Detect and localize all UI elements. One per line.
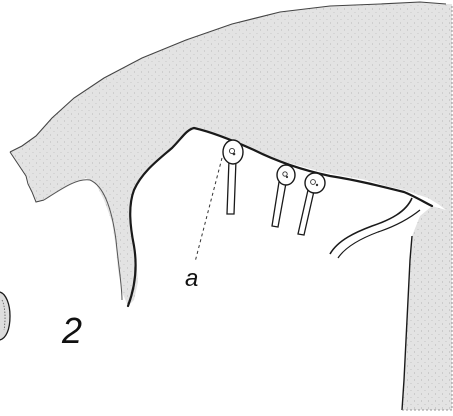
papilla-2: [272, 165, 295, 227]
right-lower-fold-inner: [338, 210, 420, 258]
papilla-1: [223, 140, 243, 214]
left-edge-partial-structure: [0, 292, 10, 340]
right-lower-fold-outer: [330, 198, 412, 254]
label-a-leader-line: [195, 158, 222, 262]
papilla-3: [298, 173, 325, 235]
panel-number: 2: [61, 310, 82, 351]
label-a: a: [185, 265, 198, 292]
